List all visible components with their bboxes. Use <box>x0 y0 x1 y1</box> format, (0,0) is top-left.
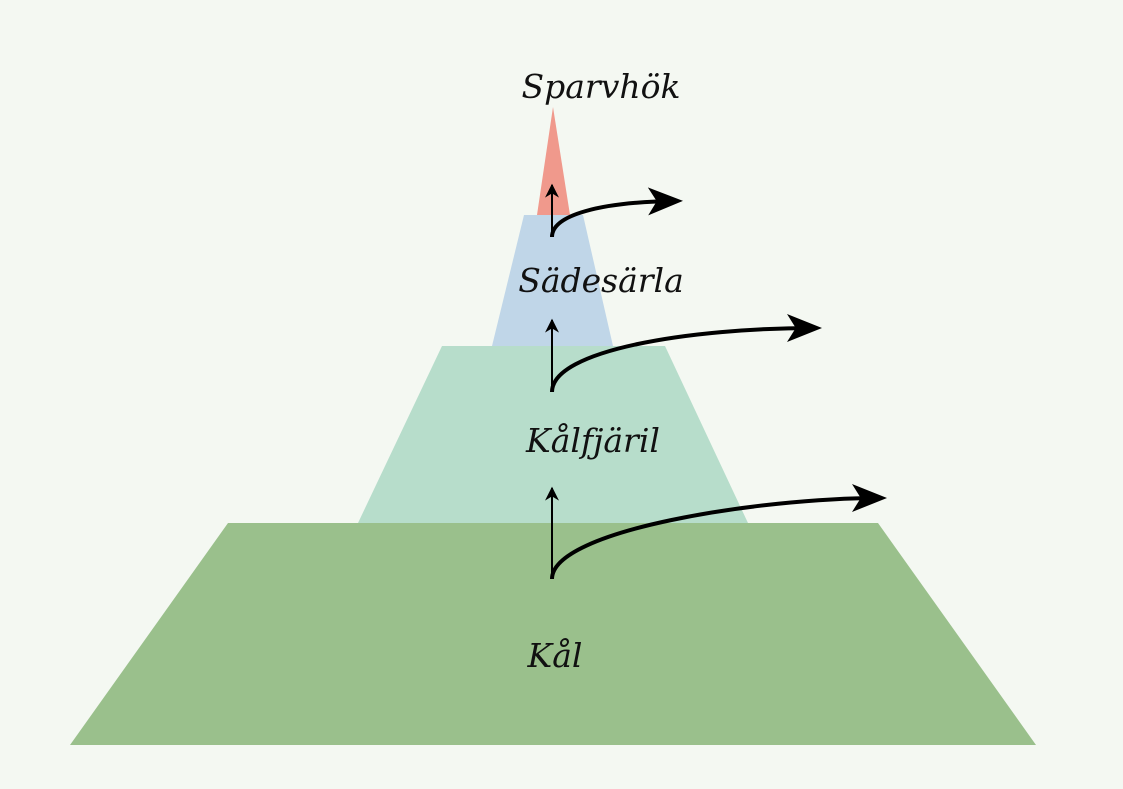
loss-arrow-2 <box>550 314 822 393</box>
loss-arrow-1 <box>550 484 887 580</box>
level-kalfjaril <box>358 346 748 523</box>
label-kal: Kål <box>527 636 583 675</box>
label-kalfjaril: Kålfjäril <box>525 421 660 460</box>
loss-arrow-3 <box>550 187 683 238</box>
label-sadesarla: Sädesärla <box>518 261 684 300</box>
level-sparvhok <box>537 107 570 215</box>
label-sparvhok: Sparvhök <box>522 67 681 106</box>
level-kal <box>70 523 1036 745</box>
level-sadesarla <box>492 215 613 346</box>
